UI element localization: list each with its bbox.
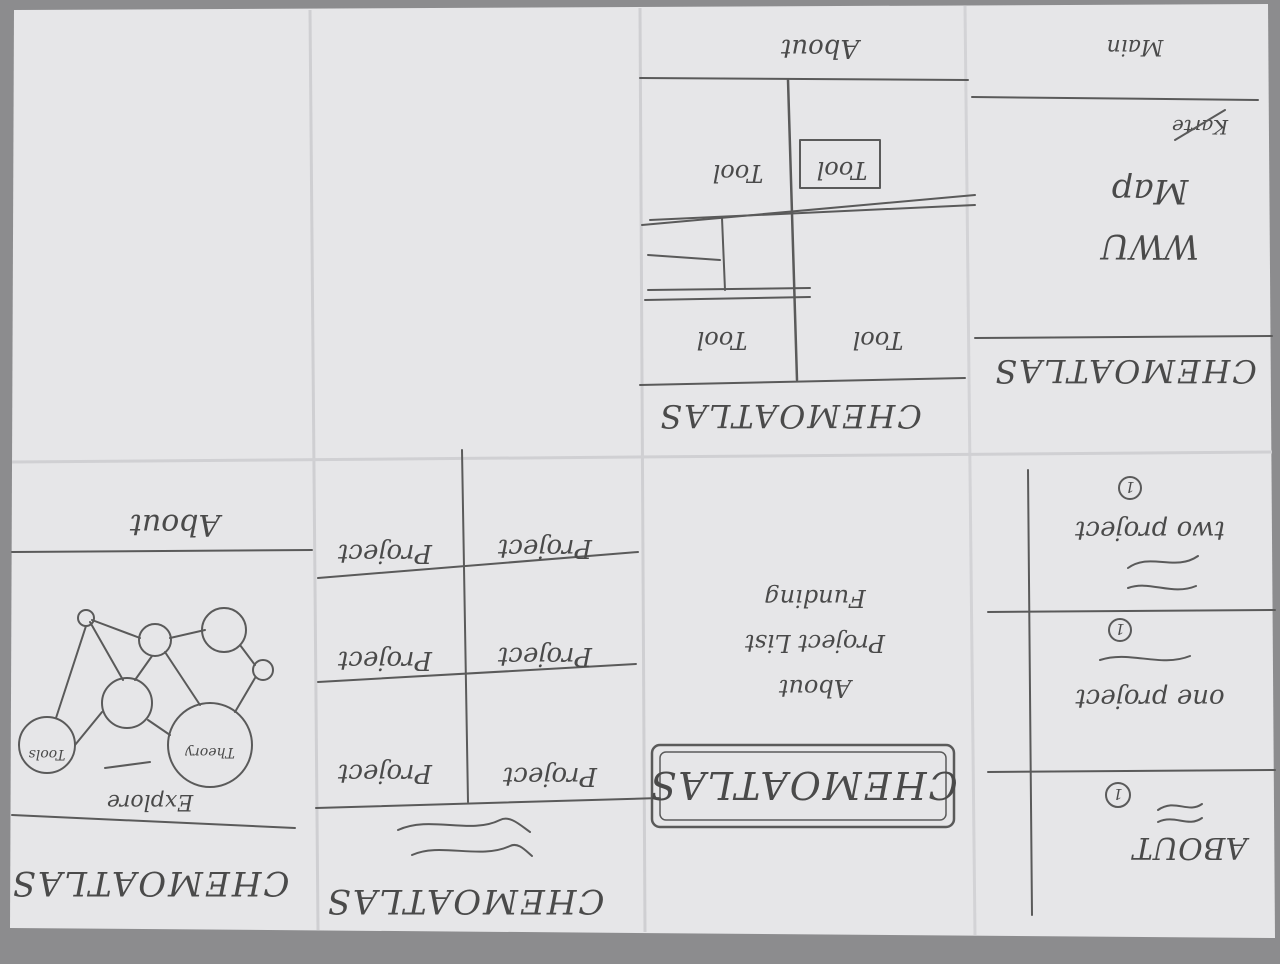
node-label-theory: Theory (184, 744, 235, 760)
row-divider (987, 769, 1276, 773)
brand-title: CHEMOATLAS (658, 397, 922, 435)
menu-item: Funding (764, 584, 866, 612)
panel-project-grid: Project Project Project Project Project … (315, 449, 661, 921)
number-marker (1108, 618, 1132, 642)
brand-box (650, 743, 956, 829)
project-title: one project (1075, 683, 1225, 713)
grid-row-line (315, 797, 661, 809)
menu-item: Project List (745, 629, 886, 657)
graph-edge (239, 644, 256, 666)
project-cell: Project (337, 645, 433, 675)
panel-cover-menu: CHEMOATLAS About Project List Funding (648, 584, 958, 829)
grid-row-line (317, 551, 639, 579)
graph-edge (104, 761, 151, 769)
fold-line (638, 7, 647, 933)
map-label: Map (1112, 171, 1190, 211)
graph-node (252, 659, 274, 681)
number-marker-text: 1 (1115, 620, 1125, 638)
scribble-text (397, 817, 531, 833)
project-cell: Project (497, 533, 593, 563)
scribble-text (1127, 584, 1197, 591)
panel-projects-numbered: 1 two project 1 one project 1 ABOUT (987, 469, 1276, 916)
wwu-label: WWU (1099, 226, 1199, 266)
brand-box-inner (659, 751, 947, 821)
graph-edge (134, 655, 153, 681)
row-divider (987, 609, 1276, 613)
tool-cell: Tool (853, 326, 904, 354)
grid-vertical (786, 78, 799, 382)
strike-through (1174, 109, 1226, 141)
panel-wwu-map: Main Karte Map WWU CHEMOATLAS (971, 34, 1273, 390)
graph-edge (164, 651, 201, 706)
struck-label: Karte (1172, 115, 1229, 139)
header-divider (11, 549, 313, 553)
graph-edge (147, 719, 171, 736)
footer-divider (11, 814, 296, 829)
project-cell: Project (502, 761, 598, 791)
grid-row-line (644, 296, 811, 301)
about-label: About (780, 33, 861, 63)
graph-edge (234, 677, 256, 713)
project-cell: Project (337, 538, 433, 568)
grid-row-line (317, 663, 637, 683)
graph-edge (91, 619, 141, 639)
graph-edge (55, 625, 87, 719)
project-title: two project (1075, 515, 1225, 545)
grid-row-line (649, 204, 976, 221)
menu-item: About (779, 674, 854, 702)
grid-row-line (647, 287, 811, 291)
scribble-text (1157, 803, 1203, 811)
tool-cell: Tool (817, 156, 868, 184)
scribble-text (1127, 555, 1199, 569)
header-divider (971, 96, 1259, 101)
fold-line (308, 9, 320, 931)
tool-cell: Tool (697, 326, 748, 354)
header-divider (639, 77, 969, 81)
scribble-text (1099, 655, 1191, 662)
graph-edge (169, 629, 206, 639)
about-label: ABOUT (1131, 830, 1250, 865)
panel-home-explore: About Explore CHEMOATLAS Tools Theory (11, 507, 313, 903)
network-graph (18, 607, 274, 788)
brand-title: CHEMOATLAS (11, 863, 290, 903)
graph-node (101, 677, 153, 729)
fold-line (11, 450, 1273, 464)
number-marker-text: 1 (1125, 478, 1135, 496)
fold-line (963, 5, 977, 936)
graph-edge (74, 711, 103, 746)
grid-vertical (721, 217, 726, 291)
project-cell: Project (497, 641, 593, 671)
graph-node (167, 702, 253, 788)
grid-vertical (461, 449, 469, 803)
header-label: Main (1107, 34, 1165, 59)
brand-title: CHEMOATLAS (648, 763, 957, 807)
graph-node (138, 623, 172, 657)
footer-divider (974, 335, 1273, 339)
graph-edge (89, 621, 124, 681)
number-marker (1118, 476, 1142, 500)
panel-tools-grid: About Tool Tool Tool Tool CHEMOATLAS (639, 33, 976, 435)
grid-row-line (647, 254, 721, 261)
brand-title: CHEMOATLAS (993, 352, 1257, 390)
footer-divider (639, 377, 966, 386)
panel-vertical (1027, 469, 1033, 916)
project-cell: Project (337, 758, 433, 788)
node-label-tools: Tools (29, 746, 66, 762)
scribble-text (1157, 817, 1203, 823)
tool-cell: Tool (713, 159, 764, 187)
about-label: About (129, 507, 223, 542)
number-marker-text: 1 (1113, 785, 1123, 803)
brand-title: CHEMOATLAS (326, 881, 605, 921)
scribble-text (411, 844, 533, 857)
number-marker (1105, 782, 1131, 808)
explore-label: Explore (107, 789, 194, 814)
tool-box (799, 139, 881, 189)
grid-row-line (641, 194, 976, 226)
